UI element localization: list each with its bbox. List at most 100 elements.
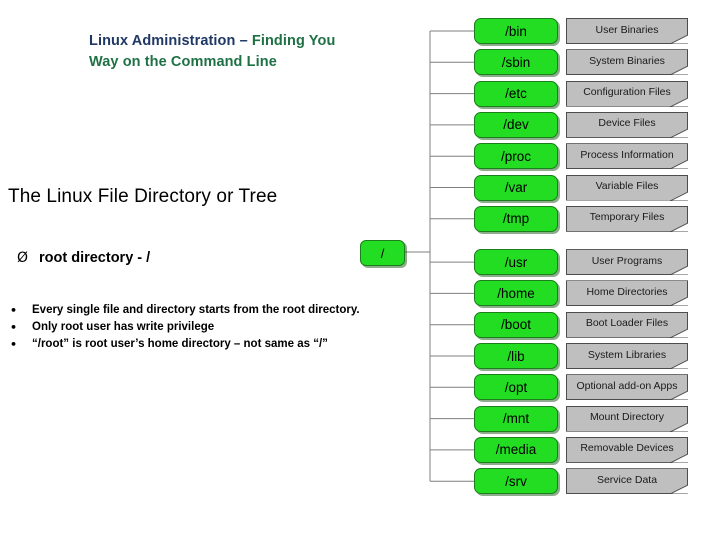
- description-note-mnt: Mount Directory: [566, 405, 688, 432]
- list-item-label: Every single file and directory starts f…: [32, 304, 360, 316]
- tree-node-home[interactable]: /home: [474, 280, 558, 307]
- description-note-label: Configuration Files: [583, 86, 671, 99]
- list-item-label: Only root user has write privilege: [32, 321, 215, 333]
- tree-node-label: /usr: [504, 254, 528, 270]
- description-note-label: Mount Directory: [589, 411, 665, 424]
- tree-node-dev[interactable]: /dev: [474, 111, 558, 138]
- note-paper: [566, 280, 688, 307]
- list-item: • Only root user has write privilege: [10, 319, 360, 336]
- description-note-label: Temporary Files: [589, 211, 665, 224]
- tree-node-srv[interactable]: /srv: [474, 468, 558, 495]
- tree-node-mnt[interactable]: /mnt: [474, 405, 558, 432]
- tree-node-sbin[interactable]: /sbin: [474, 49, 558, 76]
- note-paper: [566, 18, 688, 44]
- bullet-dot-icon: •: [10, 304, 18, 317]
- tree-node-label: /media: [495, 442, 537, 458]
- tree-node-label: /etc: [505, 86, 527, 102]
- description-note-label: User Programs: [591, 254, 663, 267]
- tree-node-tmp[interactable]: /tmp: [474, 205, 558, 232]
- description-note-label: Device Files: [598, 117, 656, 130]
- folded-corner-line: [670, 35, 688, 44]
- description-note-home: Home Directories: [566, 280, 688, 307]
- note-paper: [566, 174, 688, 201]
- description-note-tmp: Temporary Files: [566, 205, 688, 232]
- tree-node-var[interactable]: /var: [474, 174, 558, 201]
- tree-node-label: /opt: [504, 379, 528, 395]
- folded-corner-line: [670, 191, 688, 201]
- tree-node-etc[interactable]: /etc: [474, 80, 558, 107]
- tree-node-label: /sbin: [501, 54, 531, 70]
- description-note-label: Service Data: [596, 473, 658, 486]
- tree-node-media[interactable]: /media: [474, 436, 558, 463]
- folded-corner-line: [670, 328, 688, 338]
- tree-node-proc[interactable]: /proc: [474, 143, 558, 170]
- tree-node-bin[interactable]: /bin: [474, 18, 558, 44]
- tree-node-lib[interactable]: /lib: [474, 343, 558, 369]
- note-paper: [566, 374, 688, 401]
- description-note-srv: Service Data: [566, 468, 688, 495]
- description-note-etc: Configuration Files: [566, 80, 688, 107]
- note-paper: [566, 205, 688, 232]
- tree-node-label: /tmp: [502, 211, 530, 227]
- folded-corner-line: [670, 222, 688, 232]
- tree-node-label: /srv: [505, 473, 527, 489]
- note-paper: [566, 436, 688, 463]
- folded-corner-line: [670, 391, 688, 401]
- folded-corner-line: [670, 485, 688, 495]
- note-paper: [566, 49, 688, 76]
- bullet-dot-icon: •: [10, 321, 18, 334]
- folded-corner-line: [670, 66, 688, 76]
- arrow-bullet-label: root directory - /: [39, 250, 151, 266]
- list-item: • Every single file and directory starts…: [10, 302, 360, 319]
- folded-corner-line: [670, 128, 688, 138]
- note-paper: [566, 311, 688, 338]
- description-note-media: Removable Devices: [566, 436, 688, 463]
- description-note-usr: User Programs: [566, 249, 688, 276]
- description-note-proc: Process Information: [566, 143, 688, 170]
- description-note-label: Home Directories: [586, 285, 668, 298]
- description-note-opt: Optional add-on Apps: [566, 374, 688, 401]
- folded-corner-line: [670, 360, 688, 369]
- description-note-label: System Binaries: [589, 54, 665, 67]
- bullet-list: • Every single file and directory starts…: [10, 302, 360, 353]
- description-note-label: Optional add-on Apps: [576, 379, 678, 392]
- tree-node-label: /home: [497, 285, 535, 301]
- slide-title-line2: Way on the Command Line: [89, 54, 277, 70]
- description-note-label: System Libraries: [587, 348, 667, 361]
- tree-node-root[interactable]: /: [360, 240, 405, 266]
- description-note-lib: System Libraries: [566, 343, 688, 369]
- folded-corner-line: [670, 97, 688, 107]
- slide-title-part-dark: Linux Administration –: [89, 33, 252, 49]
- description-note-bin: User Binaries: [566, 18, 688, 44]
- folded-corner-line: [670, 160, 688, 170]
- description-note-boot: Boot Loader Files: [566, 311, 688, 338]
- tree-node-boot[interactable]: /boot: [474, 311, 558, 338]
- arrow-bullet-icon: Ø: [17, 250, 29, 266]
- tree-node-label: /dev: [503, 117, 529, 133]
- note-paper: [566, 143, 688, 170]
- note-paper: [566, 343, 688, 369]
- tree-node-label: /boot: [500, 317, 532, 333]
- note-paper: [566, 111, 688, 138]
- description-note-dev: Device Files: [566, 111, 688, 138]
- note-paper: [566, 80, 688, 107]
- description-note-label: Boot Loader Files: [585, 317, 669, 330]
- page-title: The Linux File Directory or Tree: [8, 186, 278, 207]
- tree-node-opt[interactable]: /opt: [474, 374, 558, 401]
- description-note-label: User Binaries: [595, 23, 659, 36]
- folded-corner-line: [670, 266, 688, 276]
- tree-node-root-label: /: [380, 245, 385, 261]
- description-note-label: Removable Devices: [580, 442, 674, 455]
- slide-title-part-green: Finding You: [251, 33, 336, 49]
- note-paper: [566, 249, 688, 276]
- note-paper: [566, 405, 688, 432]
- tree-node-label: /lib: [507, 348, 525, 364]
- folded-corner-line: [670, 422, 688, 432]
- description-note-sbin: System Binaries: [566, 49, 688, 76]
- tree-node-label: /mnt: [502, 411, 530, 427]
- bullet-dot-icon: •: [10, 338, 18, 351]
- tree-node-usr[interactable]: /usr: [474, 249, 558, 276]
- list-item-label: “/root” is root user’s home directory – …: [32, 338, 328, 350]
- list-item: • “/root” is root user’s home directory …: [10, 336, 360, 353]
